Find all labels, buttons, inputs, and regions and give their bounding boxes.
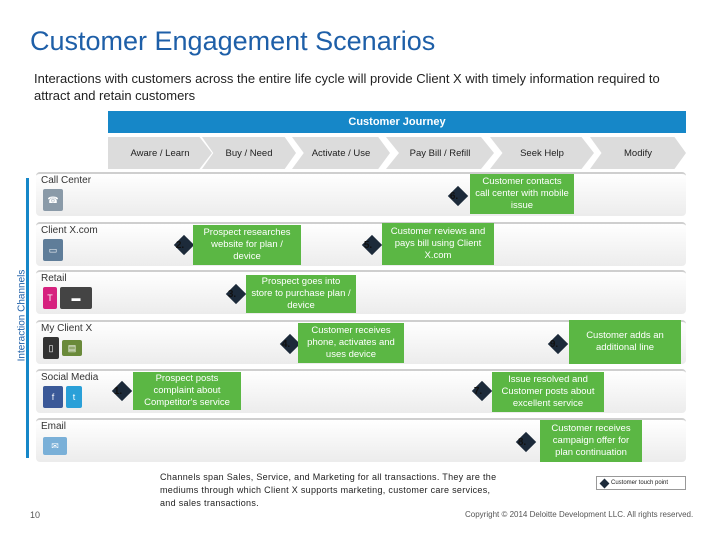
- lane-label: Social Media: [41, 372, 99, 383]
- touchpoint-marker-3: 3.: [225, 283, 247, 305]
- touchpoint-marker-5: 5.: [361, 234, 383, 256]
- touchpoint-callout-1: Prospect posts complaint about Competito…: [133, 372, 241, 410]
- touchpoint-marker-1: 1.: [111, 380, 133, 402]
- touchpoint-marker-6: 6.: [447, 185, 469, 207]
- touchpoint-callout-6: Customer contacts call center with mobil…: [470, 174, 574, 214]
- touchpoint-callout-5: Customer reviews and pays bill using Cli…: [382, 223, 494, 265]
- page-number: 10: [30, 510, 41, 520]
- copyright: Copyright © 2014 Deloitte Development LL…: [465, 510, 694, 519]
- journey-stages: Aware / Learn Buy / Need Activate / Use …: [108, 137, 686, 169]
- bill-icon: ▤: [62, 340, 82, 356]
- lane-retail: Retail T ▬: [36, 270, 686, 314]
- interaction-channels-label: Interaction Channels: [16, 269, 28, 362]
- customer-journey-bar: Customer Journey: [108, 111, 686, 133]
- axis-line: [26, 178, 29, 458]
- slide-subtitle: Interactions with customers across the e…: [34, 71, 660, 103]
- touchpoint-callout-3: Prospect goes into store to purchase pla…: [246, 275, 356, 313]
- touchpoint-callout-8: Customer receives campaign offer for pla…: [540, 420, 642, 462]
- mobile-app-icon: ▯: [43, 337, 59, 359]
- email-icon: ✉: [43, 437, 67, 455]
- stage-activate-use: Activate / Use: [292, 137, 390, 169]
- twitter-icon: t: [66, 386, 82, 408]
- lane-label: Retail: [41, 273, 67, 284]
- touchpoint-marker-2: 2.: [173, 234, 195, 256]
- stage-pay-bill-refill: Pay Bill / Refill: [386, 137, 494, 169]
- touchpoint-diamond-icon: [599, 478, 610, 488]
- touchpoint-marker-7: 7.: [471, 380, 493, 402]
- stage-aware-learn: Aware / Learn: [108, 137, 212, 169]
- touchpoint-callout-7: Issue resolved and Customer posts about …: [492, 372, 604, 412]
- lane-label: My Client X: [41, 323, 93, 334]
- touchpoint-callout-4: Customer receives phone, activates and u…: [298, 323, 404, 363]
- lane-call-center: Call Center ☎: [36, 172, 686, 216]
- slide-title: Customer Engagement Scenarios: [30, 26, 436, 56]
- legend-label: Customer touch point: [611, 480, 669, 486]
- lane-label: Email: [41, 421, 67, 432]
- lane-label: Client X.com: [41, 225, 98, 236]
- lane-label: Call Center: [41, 175, 92, 186]
- legend: Customer touch point: [596, 476, 686, 490]
- touchpoint-callout-2: Prospect researches website for plan / d…: [193, 225, 301, 265]
- touchpoint-marker-4: 4.: [279, 333, 301, 355]
- storefront-icon: ▬: [60, 287, 92, 309]
- interaction-channels-axis: Interaction Channels: [8, 178, 29, 458]
- touchpoint-marker-9: 9.: [547, 333, 569, 355]
- touchpoint-callout-9: Customer adds an additional line: [569, 320, 681, 364]
- touchpoint-marker-8: 8.: [515, 431, 537, 453]
- retail-store-icon: T: [43, 287, 57, 309]
- stage-buy-need: Buy / Need: [202, 137, 296, 169]
- stage-modify: Modify: [590, 137, 686, 169]
- website-icon: ▭: [43, 239, 63, 261]
- lane-client-x-com: Client X.com ▭: [36, 222, 686, 266]
- footer-note: Channels span Sales, Service, and Market…: [160, 472, 497, 508]
- stage-seek-help: Seek Help: [490, 137, 594, 169]
- call-center-agent-icon: ☎: [43, 189, 63, 211]
- social-media-icon: f: [43, 386, 63, 408]
